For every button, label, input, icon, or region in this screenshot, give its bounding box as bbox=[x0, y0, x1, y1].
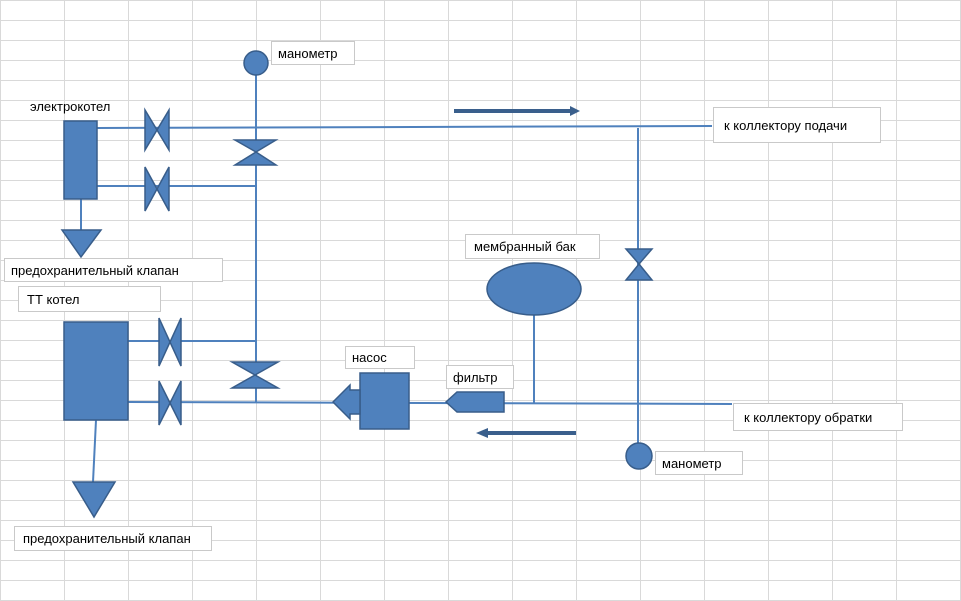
supply-flow-arrow bbox=[454, 106, 580, 116]
electric-boiler-body bbox=[63, 120, 98, 200]
label-to-return-collector: к коллектору обратки bbox=[733, 403, 903, 431]
label-membrane-tank: мембранный бак bbox=[465, 234, 600, 259]
label-electric-boiler: электрокотел bbox=[30, 98, 111, 114]
pipes bbox=[80, 74, 733, 483]
label-pump: насос bbox=[345, 346, 415, 369]
valve-main-lower bbox=[229, 361, 281, 389]
valve-main-upper bbox=[232, 139, 279, 166]
valve-tt-boiler-supply bbox=[158, 317, 182, 367]
return-flow-arrow bbox=[476, 428, 576, 438]
tt-boiler-body bbox=[63, 321, 129, 421]
supply-pipe bbox=[96, 125, 713, 129]
tt-boiler-drain-pipe bbox=[92, 419, 97, 483]
manometer-bottom-gauge bbox=[625, 442, 653, 470]
pump-body bbox=[359, 372, 410, 430]
label-filter: фильтр bbox=[446, 365, 514, 389]
safety-valve-top-symbol bbox=[60, 229, 103, 259]
safety-valve-bottom-symbol bbox=[71, 481, 117, 519]
pump-outlet-arrow bbox=[331, 383, 361, 421]
label-manometer-bottom: манометр bbox=[655, 451, 743, 475]
label-tt-boiler: ТТ котел bbox=[18, 286, 161, 312]
manometer-top-gauge bbox=[243, 50, 269, 76]
valve-bypass bbox=[624, 248, 654, 281]
label-safety-valve-bottom: предохранительный клапан bbox=[14, 526, 212, 551]
membrane-tank-body bbox=[486, 262, 582, 316]
label-to-supply-collector: к коллектору подачи bbox=[713, 107, 881, 143]
valve-electric-boiler-supply bbox=[144, 107, 170, 153]
label-manometer-top: манометр bbox=[271, 41, 355, 65]
label-safety-valve-top: предохранительный клапан bbox=[4, 258, 223, 282]
filter-body bbox=[444, 391, 505, 413]
valve-tt-boiler-return bbox=[158, 380, 182, 426]
return-pipe bbox=[127, 401, 733, 405]
valve-electric-boiler-return bbox=[144, 166, 170, 212]
